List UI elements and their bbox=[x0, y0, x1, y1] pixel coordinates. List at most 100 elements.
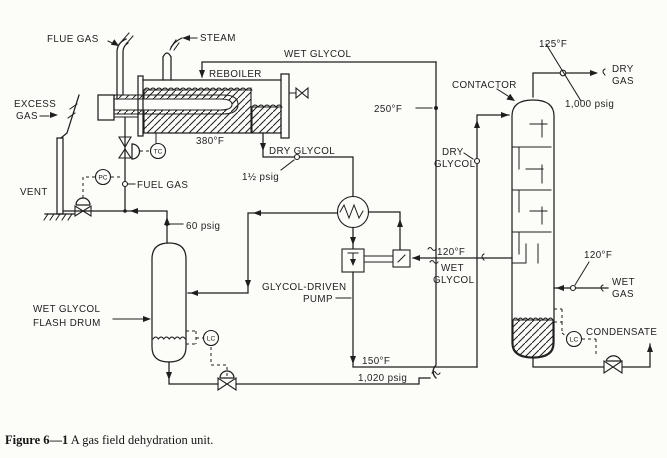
label-temp-150: 150°F bbox=[362, 356, 390, 367]
vent-valve-actuator bbox=[75, 197, 91, 206]
label-temp-380: 380°F bbox=[196, 136, 224, 147]
dry-glycol-riser bbox=[463, 112, 510, 368]
label-wet-glycol-top: WET GLYCOL bbox=[284, 49, 351, 60]
label-flash-drum-2: FLASH DRUM bbox=[33, 318, 101, 329]
exchanger-coil bbox=[339, 203, 364, 220]
dry-gas-line bbox=[532, 43, 606, 102]
label-excess-gas-1: EXCESS bbox=[14, 99, 56, 110]
label-dry-gas-1: DRY bbox=[612, 64, 634, 75]
condensate-valve bbox=[603, 359, 623, 375]
flash-valve-actuator bbox=[219, 370, 235, 379]
label-temp-120-contactor: 120°F bbox=[584, 250, 612, 261]
lc-contactor-label: LC bbox=[570, 337, 579, 344]
label-vent: VENT bbox=[20, 187, 48, 198]
exchanger-shell bbox=[336, 195, 370, 229]
steam-arrow bbox=[182, 35, 190, 41]
lc-flash-label: LC bbox=[207, 336, 216, 343]
reboiler-assembly bbox=[97, 32, 309, 145]
label-excess-gas-2: GAS bbox=[16, 111, 38, 122]
tc-label: TC bbox=[154, 149, 163, 156]
label-pump-1: GLYCOL-DRIVEN bbox=[262, 282, 347, 293]
tc-instrument-bubble bbox=[149, 142, 167, 160]
label-psig-1-5: 1½ psig bbox=[242, 172, 279, 183]
label-contactor: CONTACTOR bbox=[452, 80, 517, 91]
reboiler-feed-arrow bbox=[199, 70, 205, 78]
label-flash-drum-1: WET GLYCOL bbox=[33, 304, 100, 315]
figure-caption-text: A gas field dehydration unit. bbox=[68, 433, 213, 447]
label-dry-glycol-1: DRY bbox=[442, 147, 464, 158]
diagram-labels: FLUE GAS STEAM REBOILER WET GLYCOL EXCES… bbox=[14, 33, 657, 384]
temp-250-tap bbox=[434, 106, 438, 110]
contactor-shell bbox=[511, 99, 555, 359]
label-dry-gas-2: GAS bbox=[612, 76, 634, 87]
reboiler-liquid-right bbox=[251, 106, 282, 134]
label-wet-gas-2: GAS bbox=[612, 289, 634, 300]
pump-rod bbox=[363, 255, 394, 263]
lc-contactor-bubble bbox=[565, 330, 583, 348]
reboiler-drain-valve bbox=[295, 86, 309, 100]
label-wet-glycol-pump-1: WET bbox=[441, 263, 464, 274]
fuel-gas-tap bbox=[121, 180, 129, 188]
dry-glycol-arrow bbox=[260, 143, 266, 151]
dry-glycol-line bbox=[260, 132, 354, 198]
line-break-marks bbox=[121, 32, 134, 45]
label-fuel-gas: FUEL GAS bbox=[137, 180, 188, 191]
lc-controller-flash: LC bbox=[196, 329, 237, 392]
flow-arrow-left bbox=[130, 208, 138, 214]
wet-glycol-power-line bbox=[412, 247, 513, 264]
flash-drum-shell bbox=[151, 242, 187, 363]
label-psig-1000: 1,000 psig bbox=[565, 99, 614, 110]
contactor bbox=[496, 88, 563, 359]
flash-drum bbox=[112, 242, 197, 363]
label-dry-glycol-reboiler: DRY GLYCOL bbox=[269, 146, 335, 157]
flue-gas-arrow bbox=[110, 39, 119, 46]
contactor-arrow bbox=[506, 93, 515, 101]
excess-gas-line bbox=[60, 94, 80, 139]
tc-controller: TC bbox=[117, 136, 167, 160]
wet-gas-line bbox=[553, 261, 609, 292]
label-psig-1020: 1,020 psig bbox=[358, 373, 407, 384]
vent-stack bbox=[56, 137, 64, 215]
dry-gas-diagonal bbox=[545, 43, 582, 102]
pc-instrument-bubble bbox=[94, 168, 112, 186]
flash-bottoms-valve bbox=[217, 376, 237, 392]
psig-60-tap bbox=[165, 222, 169, 226]
lc-flash-bubble bbox=[202, 329, 220, 347]
label-temp-125: 125°F bbox=[539, 39, 567, 50]
contactor-trays bbox=[511, 119, 552, 264]
liquid-surface bbox=[143, 87, 253, 91]
flash-drum-level bbox=[152, 336, 187, 340]
label-wet-gas-1: WET bbox=[612, 277, 635, 288]
glycol-pump bbox=[335, 248, 478, 368]
label-condensate: CONDENSATE bbox=[586, 327, 657, 338]
label-pump-2: PUMP bbox=[303, 294, 333, 305]
wet-glycol-feed-line bbox=[199, 61, 437, 78]
wet-glycol-riser bbox=[415, 61, 441, 379]
figure-number: Figure 6—1 bbox=[5, 433, 68, 447]
label-temp-120-pump: 120°F bbox=[437, 247, 465, 258]
condensate-valve-actuator bbox=[605, 355, 622, 362]
tc-valve-actuator bbox=[131, 143, 141, 160]
psig-tap bbox=[293, 153, 301, 161]
label-dry-glycol-2: GLYCOL bbox=[434, 159, 476, 170]
label-wet-glycol-pump-2: GLYCOL bbox=[433, 275, 475, 286]
contactor-liquid bbox=[512, 319, 554, 358]
pc-label: PC bbox=[98, 175, 107, 182]
figure-caption: Figure 6—1 A gas field dehydration unit. bbox=[5, 433, 213, 447]
excess-gas-arrow bbox=[50, 112, 58, 118]
fuel-gas-line bbox=[121, 117, 136, 213]
lp-gas-header bbox=[62, 208, 184, 244]
steam-inlet bbox=[162, 35, 198, 81]
label-psig-60: 60 psig bbox=[186, 221, 220, 232]
heat-exchanger bbox=[187, 195, 403, 296]
reboiler-shell bbox=[142, 79, 282, 134]
pc-controller: PC bbox=[74, 168, 123, 217]
flue-stack bbox=[116, 32, 134, 100]
label-temp-250: 250°F bbox=[374, 104, 402, 115]
label-flue-gas: FLUE GAS bbox=[47, 34, 99, 45]
label-steam: STEAM bbox=[200, 33, 236, 44]
label-reboiler: REBOILER bbox=[209, 69, 262, 80]
vent-assembly bbox=[39, 94, 80, 221]
